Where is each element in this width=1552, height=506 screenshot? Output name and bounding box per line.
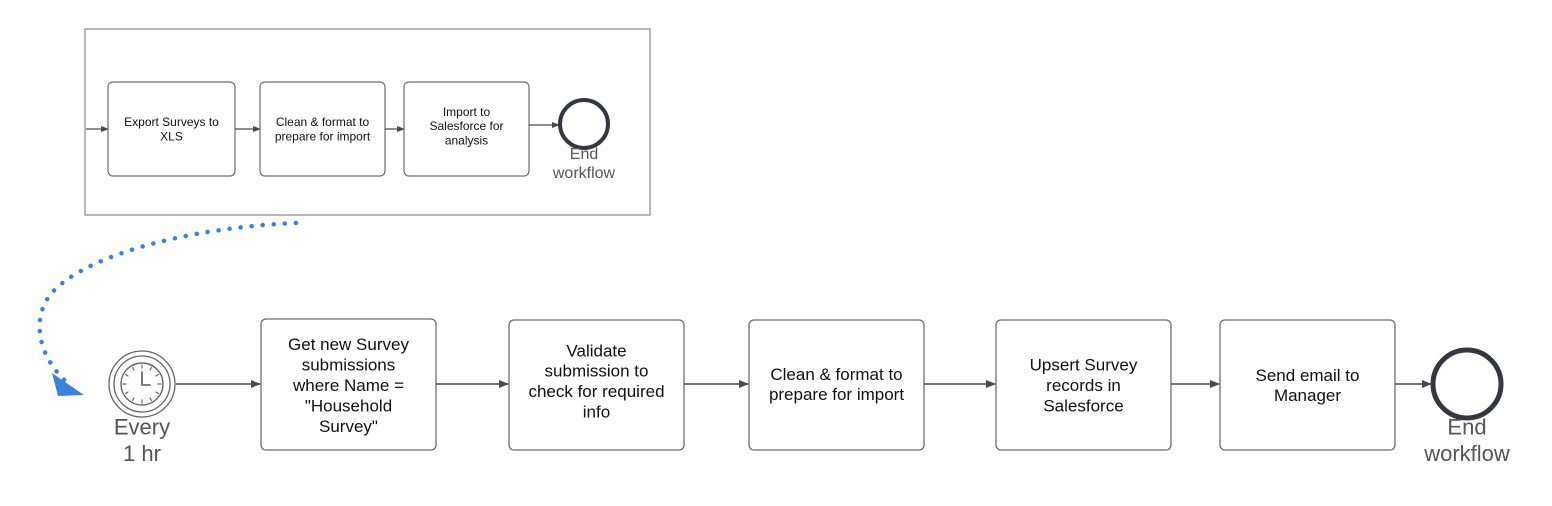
label-line: workflow: [552, 165, 616, 182]
label-line: XLS: [160, 129, 183, 143]
label-line: records in: [1046, 376, 1121, 395]
label-line: End: [1447, 415, 1486, 440]
label-line: Clean & format to: [276, 115, 370, 129]
label-line: Salesforce for: [429, 119, 503, 133]
label-line: Clean & format to: [770, 365, 902, 384]
label-line: submission to: [545, 362, 649, 381]
label-line: Survey": [319, 417, 378, 436]
new-end-event-circle: [1430, 347, 1504, 421]
label-line: prepare for import: [769, 385, 904, 404]
label-line: Upsert Survey: [1030, 356, 1138, 375]
label-line: Import to: [443, 105, 491, 119]
label-line: submissions: [302, 356, 396, 375]
label-line: Every: [114, 415, 170, 440]
label-line: prepare for import: [275, 129, 371, 143]
label-line: 1 hr: [123, 441, 161, 466]
label-line: analysis: [445, 134, 488, 148]
label-line: Validate: [566, 341, 626, 360]
label-line: Get new Survey: [288, 335, 409, 354]
old-end-event-circle: [558, 98, 610, 150]
dotted-connector: [37, 220, 299, 388]
label-line: End: [570, 146, 598, 163]
dotted-connector-arrowhead: [52, 373, 84, 396]
label-line: "Household: [305, 396, 392, 415]
label-line: Send email to: [1256, 366, 1360, 385]
label-line: info: [583, 403, 610, 422]
label-line: Salesforce: [1043, 396, 1123, 415]
label-line: where Name =: [292, 376, 404, 395]
clock-icon: [120, 362, 164, 406]
old-end-event: End workflow: [552, 98, 616, 182]
label-line: Manager: [1274, 386, 1341, 405]
label-line: Export Surveys to: [124, 115, 219, 129]
old-end-event-label: End workflow: [552, 146, 616, 182]
label-line: check for required: [528, 382, 664, 401]
label-line: workflow: [1423, 441, 1510, 466]
